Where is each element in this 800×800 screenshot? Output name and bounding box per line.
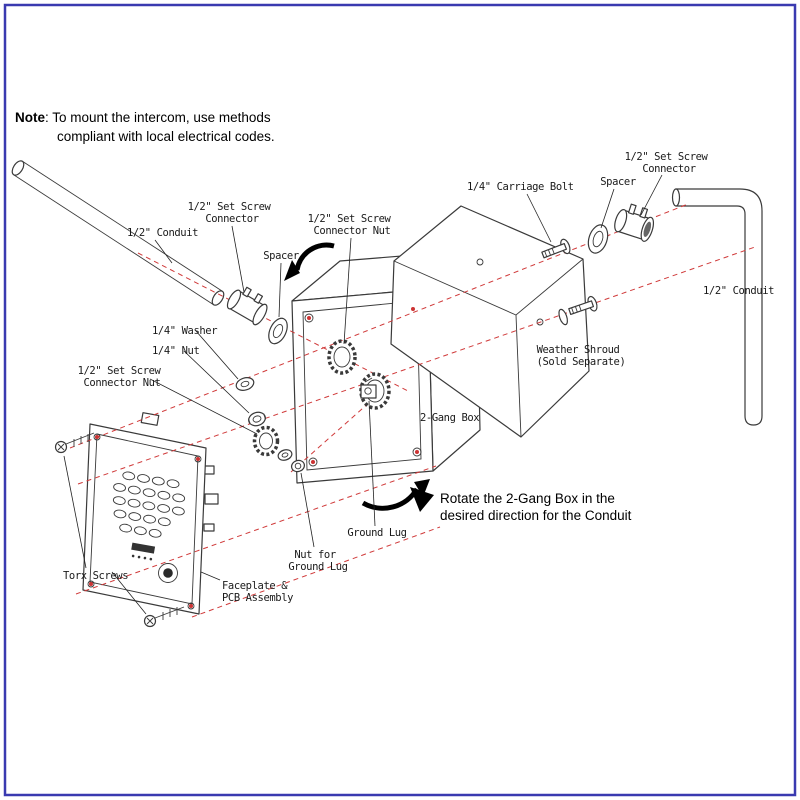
ground-lug-nut-part	[290, 459, 306, 473]
set-screw-connector-nut-left-part	[252, 425, 280, 457]
page-border	[3, 3, 797, 797]
label-ground-lug: Ground Lug	[347, 527, 406, 539]
note-line1: Note: To mount the intercom, use methods	[15, 110, 271, 125]
rotate-instruction: Rotate the 2-Gang Box in the desired dir…	[410, 487, 632, 523]
leader-lines	[63, 174, 663, 615]
label-conduit-right: 1/2" Conduit	[703, 285, 774, 297]
rotate-instruction-arrow	[410, 487, 434, 512]
pcb-component	[140, 412, 160, 426]
label-gang-box: 2-Gang Box	[420, 412, 479, 424]
call-button-center	[163, 568, 173, 578]
screw-hole-markers	[89, 307, 419, 608]
note-line2: compliant with local electrical codes.	[57, 129, 275, 144]
rotate-instruction-line2: desired direction for the Conduit	[440, 508, 632, 523]
ground-lug-part	[360, 377, 377, 399]
spacer-right-part	[587, 224, 609, 254]
label-set-screw-connector-right: 1/2" Set Screw Connector	[625, 151, 714, 175]
label-washer: 1/4" Washer	[152, 325, 217, 337]
left-conduit	[11, 160, 225, 306]
label-carriage-bolt: 1/4" Carriage Bolt	[467, 181, 574, 193]
pcb-component	[204, 493, 219, 505]
assembly-axis-lines	[69, 203, 756, 618]
label-torx-screws: Torx Screws	[63, 570, 128, 582]
faceplate-logo	[131, 542, 156, 561]
spacer-left-part	[268, 317, 288, 345]
set-screw-connector-left-part	[226, 286, 268, 326]
label-set-screw-connector-nut-left: 1/2" Set Screw Connector Nut	[78, 365, 167, 389]
torx-screw-1	[54, 432, 95, 454]
carriage-bolt-1	[541, 238, 571, 259]
label-nut: 1/4" Nut	[152, 345, 199, 357]
speaker-grille	[112, 471, 186, 538]
washer-part	[235, 377, 255, 391]
rotate-instruction-line1: Rotate the 2-Gang Box in the	[440, 491, 615, 506]
carriage-bolt-2	[558, 295, 598, 326]
pcb-component	[203, 523, 215, 532]
nut-part	[248, 411, 266, 427]
note-block: Note: To mount the intercom, use methods…	[15, 110, 275, 144]
label-weather-shroud: Weather Shroud (Sold Separate)	[537, 344, 626, 368]
label-spacer-left: Spacer	[263, 250, 299, 262]
rotate-arrow-bottom	[361, 479, 430, 511]
label-conduit-left: 1/2" Conduit	[127, 227, 198, 239]
right-conduit	[671, 188, 763, 426]
call-button	[158, 563, 178, 583]
small-washer-part	[277, 449, 293, 461]
weather-shroud	[390, 205, 590, 438]
label-nut-for-ground-lug: Nut for Ground Lug	[288, 549, 347, 573]
label-faceplate-pcb: Faceplate & PCB Assembly	[222, 580, 293, 604]
label-spacer-right: Spacer	[600, 176, 636, 188]
shroud-bolt-hole	[536, 318, 544, 326]
box-hole-connector-nut	[327, 339, 357, 375]
torx-screw-2	[143, 606, 185, 628]
label-set-screw-connector-left: 1/2" Set Screw Connector	[188, 201, 277, 225]
label-set-screw-connector-nut-top: 1/2" Set Screw Connector Nut	[308, 213, 397, 237]
shroud-bolt-hole	[476, 258, 484, 266]
rotate-arrow-top	[284, 242, 335, 281]
set-screw-connector-right-part	[614, 203, 655, 242]
